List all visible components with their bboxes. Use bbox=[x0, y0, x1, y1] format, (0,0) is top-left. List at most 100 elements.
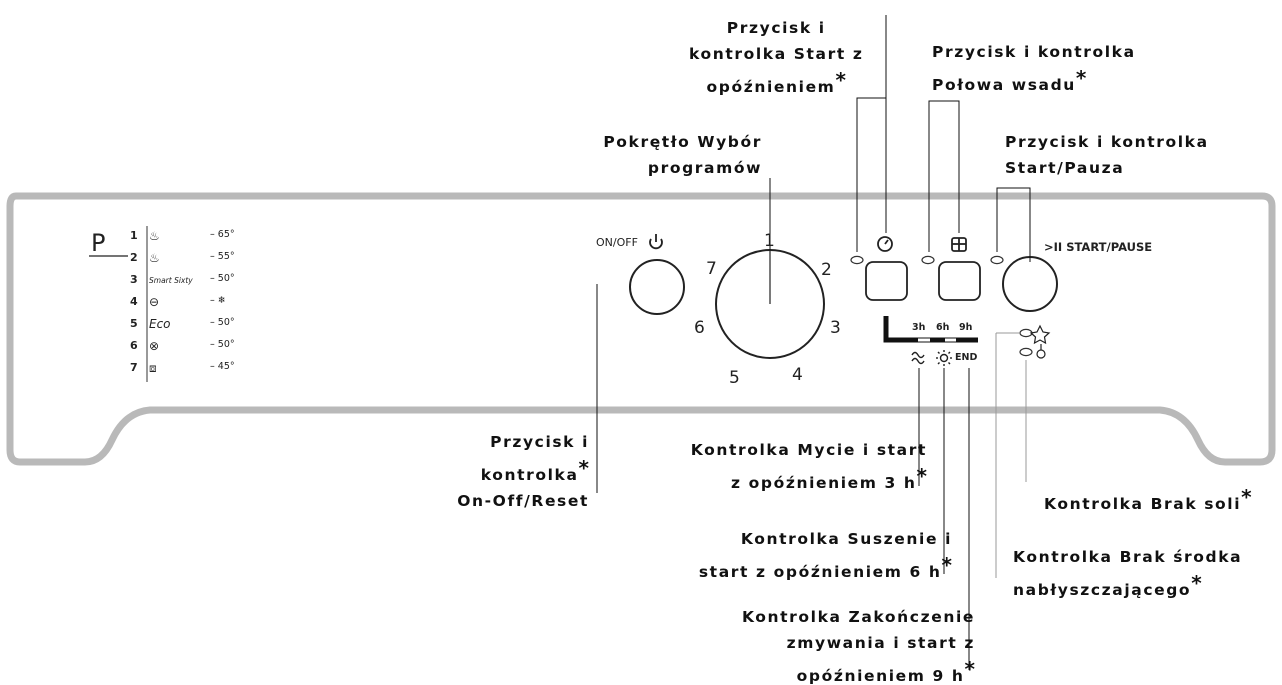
onoff-button bbox=[629, 259, 685, 315]
callout-delay-start-line1: Przycisk i bbox=[726, 19, 826, 37]
callout-wash-3h-line1: Kontrolka Mycie i start bbox=[690, 441, 927, 459]
callout-no-rinse: Kontrolka Brak środka nabłyszczającego* bbox=[1013, 544, 1242, 603]
program-row-1: 1 ♨ – 65° bbox=[130, 229, 270, 245]
callout-dry-6h: Kontrolka Suszenie i start z opóźnieniem… bbox=[699, 526, 952, 585]
dial-number-5: 5 bbox=[729, 368, 740, 388]
half-load-led bbox=[921, 255, 935, 265]
callout-delay-start-line2: kontrolka Start z bbox=[689, 45, 864, 63]
pot-icon: ♨ bbox=[149, 229, 160, 243]
callout-end-9h-line1: Kontrolka Zakończenie bbox=[741, 608, 975, 626]
callout-no-salt-line1: Kontrolka Brak soli bbox=[1044, 495, 1242, 513]
program-row-7: 7 ⧈ – 45° bbox=[130, 361, 270, 377]
start-pause-led bbox=[990, 255, 1004, 265]
panel-outline bbox=[6, 192, 1276, 466]
wash-phase-icon bbox=[911, 351, 925, 365]
callout-onoff-line2: kontrolka bbox=[480, 466, 579, 484]
dial-number-1: 1 bbox=[764, 231, 775, 251]
callout-wash-3h: Kontrolka Mycie i start z opóźnieniem 3 … bbox=[691, 437, 927, 496]
callout-half-load: Przycisk i kontrolka Połowa wsadu* bbox=[932, 39, 1136, 98]
start-pause-label: >II START/PAUSE bbox=[1044, 240, 1153, 254]
callout-onoff-line1: Przycisk i bbox=[490, 433, 589, 451]
program-row-6: 6 ⊗ – 50° bbox=[130, 339, 270, 355]
dial-number-3: 3 bbox=[830, 318, 841, 338]
callout-end-9h-line2: zmywania i start z bbox=[786, 634, 975, 652]
salt-icon bbox=[1036, 344, 1046, 359]
callout-no-salt: Kontrolka Brak soli* bbox=[1044, 484, 1252, 517]
callout-onoff-line3: On-Off/Reset bbox=[457, 492, 589, 510]
asterisk-wash-3h: * bbox=[916, 464, 927, 488]
asterisk-end-9h: * bbox=[964, 657, 975, 681]
program-temperature: – 50° bbox=[210, 339, 235, 350]
asterisk-dry-6h: * bbox=[941, 553, 952, 577]
callout-delay-start-line3: opóźnieniem bbox=[706, 78, 836, 96]
callout-program-knob-line1: Pokrętło Wybór bbox=[603, 133, 762, 151]
callout-dry-6h-line1: Kontrolka Suszenie i bbox=[740, 530, 952, 548]
callout-end-9h: Kontrolka Zakończenie zmywania i start z… bbox=[742, 604, 975, 685]
glass-icon: ⊗ bbox=[149, 339, 160, 353]
callout-no-rinse-line1: Kontrolka Brak środka bbox=[1013, 548, 1243, 566]
quick-wash-icon: ⧈ bbox=[149, 361, 157, 375]
asterisk-half-load: * bbox=[1075, 66, 1087, 90]
callout-start-pause-line2: Start/Pauza bbox=[1005, 159, 1125, 177]
callout-start-pause-line1: Przycisk i kontrolka bbox=[1005, 133, 1209, 151]
delay-label-6h: 6h bbox=[936, 322, 950, 333]
program-number: 5 bbox=[130, 317, 138, 330]
plate-icon: ⊖ bbox=[149, 295, 160, 309]
program-temperature: – 50° bbox=[210, 317, 235, 328]
delay-start-led bbox=[850, 255, 864, 265]
dial-number-6: 6 bbox=[694, 318, 705, 338]
dry-phase-icon bbox=[936, 350, 952, 366]
program-number: 7 bbox=[130, 361, 138, 374]
program-row-5: 5 Eco – 50° bbox=[130, 317, 270, 333]
dial-number-4: 4 bbox=[792, 365, 803, 385]
program-number: 2 bbox=[130, 251, 138, 264]
program-temperature: – 65° bbox=[210, 229, 235, 240]
program-number: 4 bbox=[130, 295, 138, 308]
leader-lines bbox=[596, 15, 1031, 670]
asterisk-onoff: * bbox=[578, 456, 589, 480]
half-load-button bbox=[938, 261, 981, 301]
callout-end-9h-line3: opóźnieniem 9 h bbox=[796, 667, 965, 685]
asterisk-delay-start: * bbox=[835, 68, 846, 92]
program-number: 3 bbox=[130, 273, 138, 286]
callout-delay-start: Przycisk i kontrolka Start z opóźnieniem… bbox=[689, 15, 863, 100]
program-letter: P bbox=[91, 229, 106, 257]
program-row-3: 3 Smart Sixty – 50° bbox=[130, 273, 270, 289]
callout-program-knob: Pokrętło Wybór programów bbox=[603, 129, 762, 181]
program-row-2: 2 ♨ – 55° bbox=[130, 251, 270, 267]
callout-program-knob-line2: programów bbox=[647, 159, 762, 177]
asterisk-no-salt: * bbox=[1241, 485, 1252, 509]
program-row-4: 4 ⊖ – ❄ bbox=[130, 295, 270, 311]
program-temperature: – 55° bbox=[210, 251, 235, 262]
dial-number-7: 7 bbox=[706, 259, 717, 279]
rinse-aid-icon bbox=[1029, 324, 1051, 345]
delay-clock-icon bbox=[877, 236, 893, 252]
salt-led bbox=[1019, 347, 1033, 357]
program-number: 6 bbox=[130, 339, 138, 352]
delay-label-3h: 3h bbox=[912, 322, 926, 333]
callout-dry-6h-line2: start z opóźnieniem 6 h bbox=[698, 563, 942, 581]
program-temperature: – 45° bbox=[210, 361, 235, 372]
program-number: 1 bbox=[130, 229, 138, 242]
callout-no-rinse-line2: nabłyszczającego bbox=[1013, 581, 1192, 599]
power-icon bbox=[649, 234, 663, 250]
half-load-icon bbox=[951, 237, 967, 252]
dial-number-2: 2 bbox=[821, 260, 832, 280]
smart-sixty-icon: Smart Sixty bbox=[149, 276, 193, 285]
callout-half-load-line1: Przycisk i kontrolka bbox=[932, 43, 1136, 61]
pot-cup-icon: ♨ bbox=[149, 251, 160, 265]
callout-onoff: Przycisk i kontrolka* On-Off/Reset bbox=[457, 429, 589, 514]
end-label: END bbox=[955, 352, 978, 363]
asterisk-no-rinse: * bbox=[1191, 571, 1202, 595]
program-temperature: – ❄ bbox=[210, 295, 226, 306]
program-temperature: – 50° bbox=[210, 273, 235, 284]
callout-wash-3h-line2: z opóźnieniem 3 h bbox=[731, 474, 917, 492]
onoff-label: ON/OFF bbox=[596, 236, 638, 249]
delay-start-button bbox=[865, 261, 908, 301]
eco-icon: Eco bbox=[149, 317, 171, 331]
callout-half-load-line2: Połowa wsadu bbox=[932, 76, 1076, 94]
callout-start-pause: Przycisk i kontrolka Start/Pauza bbox=[1005, 129, 1209, 181]
delay-label-9h: 9h bbox=[959, 322, 973, 333]
